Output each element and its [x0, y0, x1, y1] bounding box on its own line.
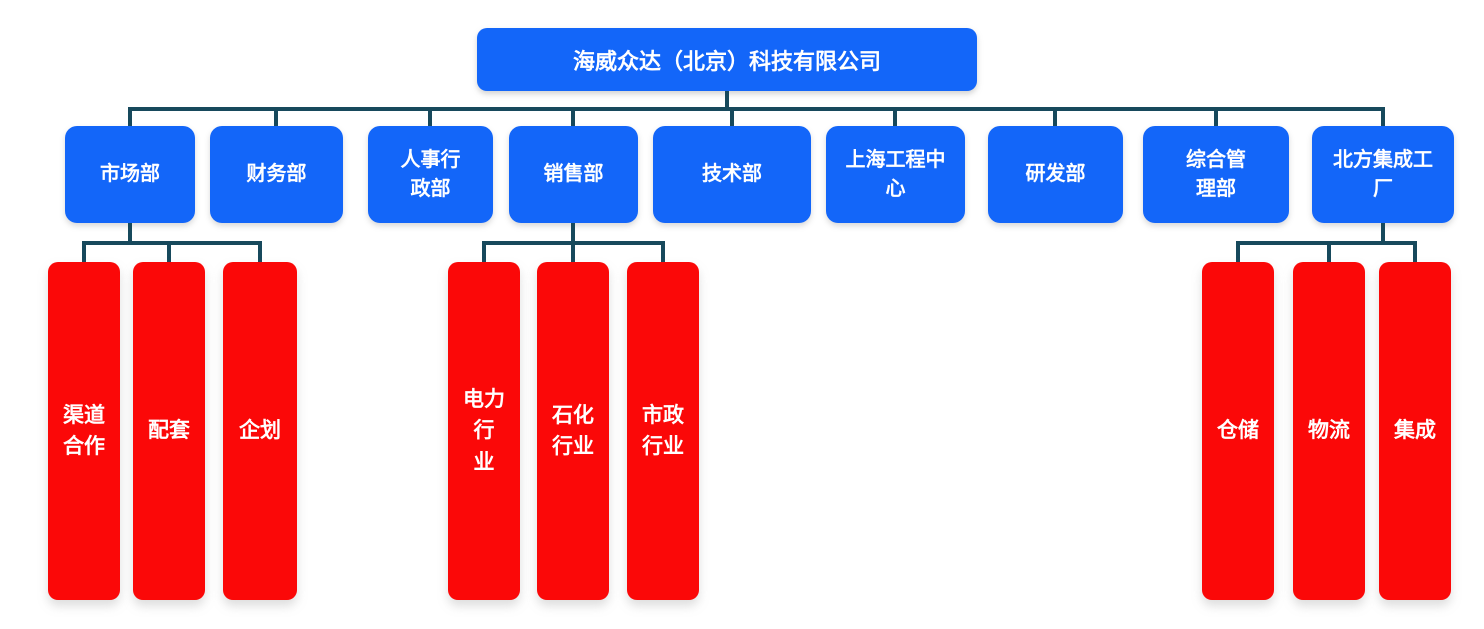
connector-sales-stem	[571, 223, 575, 245]
subunit-node-power-industry: 电力 行 业	[448, 262, 520, 600]
subunit-node-municipal-industry: 市政 行业	[627, 262, 699, 600]
subunit-node-integration: 集成	[1379, 262, 1451, 600]
connector-factory-drop-integration	[1413, 241, 1417, 262]
connector-marketing-stem	[128, 223, 132, 245]
connector-drop-technology	[730, 107, 734, 126]
dept-node-marketing: 市场部	[65, 126, 195, 223]
connector-factory-drop-warehousing	[1236, 241, 1240, 262]
connector-drop-marketing	[128, 107, 132, 126]
subunit-node-supporting: 配套	[133, 262, 205, 600]
subunit-node-channel-cooperation: 渠道 合作	[48, 262, 120, 600]
subunit-node-petrochemical-industry: 石化 行业	[537, 262, 609, 600]
subunit-node-logistics: 物流	[1293, 262, 1365, 600]
dept-node-technology: 技术部	[653, 126, 811, 223]
connector-factory-drop-logistics	[1327, 241, 1331, 262]
subunit-node-warehousing: 仓储	[1202, 262, 1274, 600]
connector-drop-shanghai-engineering-center	[893, 107, 897, 126]
connector-drop-finance	[274, 107, 278, 126]
connector-main-horizontal	[128, 107, 1385, 111]
connector-sales-drop-municipal-industry	[661, 241, 665, 262]
connector-marketing-drop-planning	[258, 241, 262, 262]
connector-drop-hr-admin	[428, 107, 432, 126]
dept-node-sales: 销售部	[509, 126, 638, 223]
connector-drop-rnd	[1053, 107, 1057, 126]
connector-marketing-drop-supporting	[167, 241, 171, 262]
dept-node-hr-admin: 人事行 政部	[368, 126, 493, 223]
subunit-node-planning: 企划	[223, 262, 297, 600]
dept-node-shanghai-engineering-center: 上海工程中 心	[826, 126, 965, 223]
connector-sales-drop-power-industry	[482, 241, 486, 262]
dept-node-finance: 财务部	[210, 126, 343, 223]
connector-drop-sales	[571, 107, 575, 126]
connector-drop-north-integration-factory	[1381, 107, 1385, 126]
connector-sales-drop-petrochemical-industry	[571, 241, 575, 262]
connector-marketing-horizontal	[82, 241, 262, 245]
connector-drop-general-management	[1214, 107, 1218, 126]
connector-factory-stem	[1381, 223, 1385, 245]
dept-node-rnd: 研发部	[988, 126, 1123, 223]
connector-factory-horizontal	[1236, 241, 1417, 245]
connector-marketing-drop-channel-cooperation	[82, 241, 86, 262]
connector-root-stem	[725, 91, 729, 111]
dept-node-general-management: 综合管 理部	[1143, 126, 1289, 223]
org-root-node: 海威众达（北京）科技有限公司	[477, 28, 977, 91]
dept-node-north-integration-factory: 北方集成工 厂	[1312, 126, 1454, 223]
